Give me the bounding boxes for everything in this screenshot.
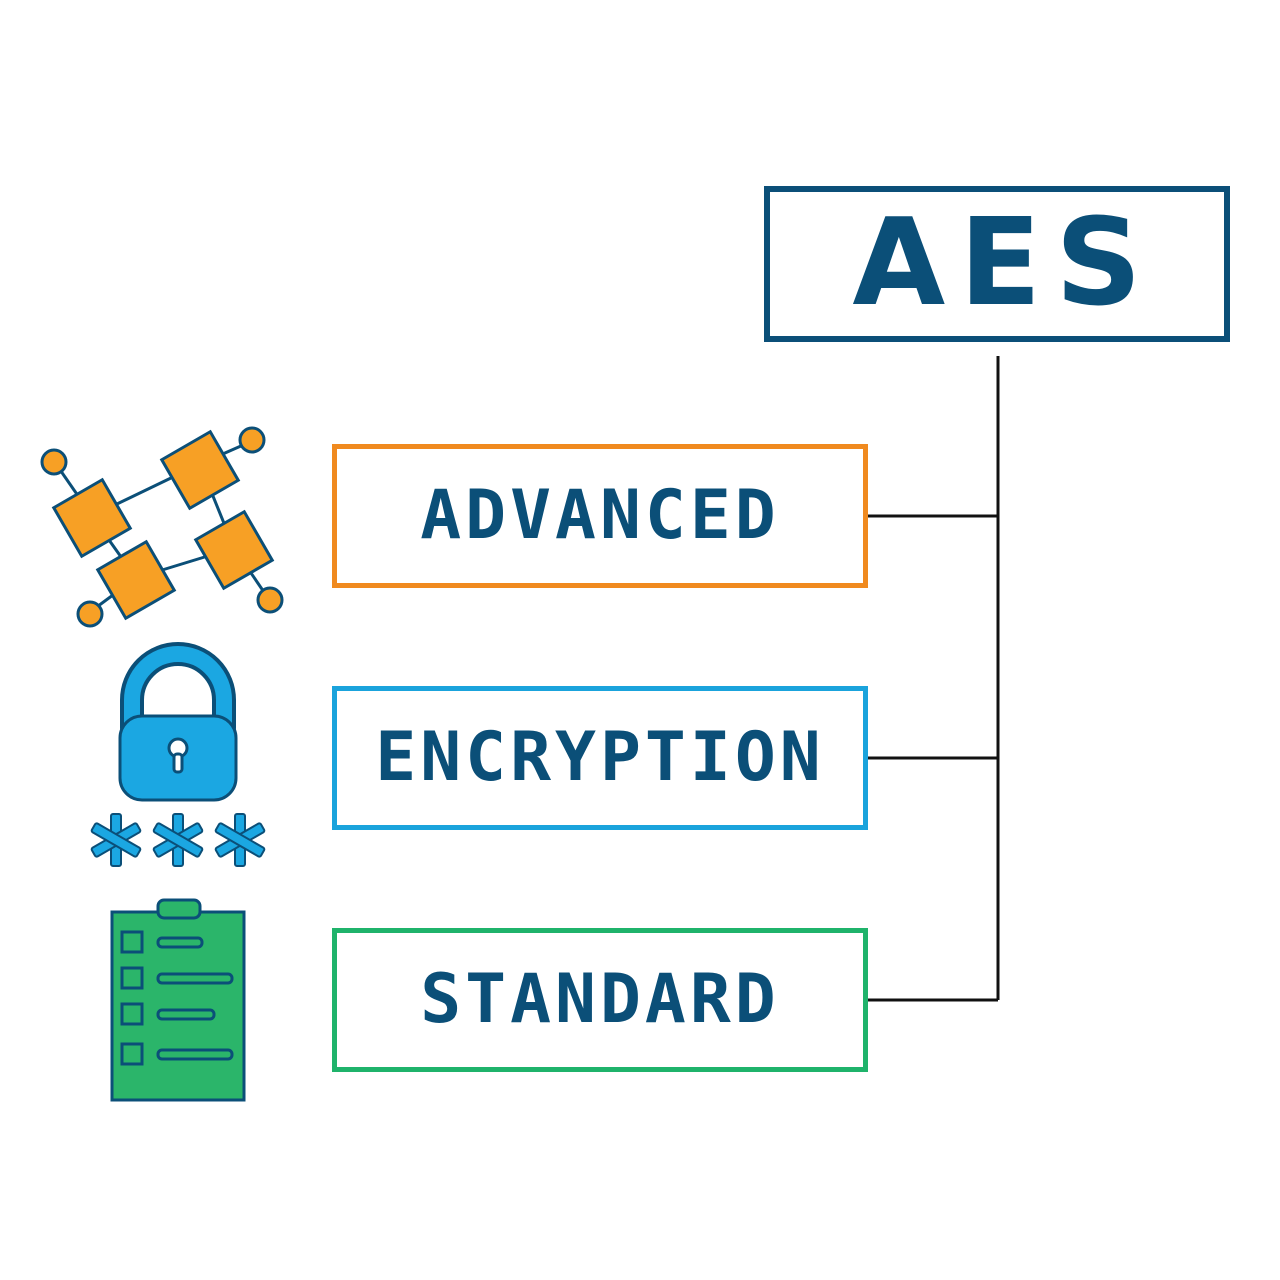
item-box-advanced: ADVANCED [332,444,868,588]
item-label-standard: STANDARD [420,960,780,1039]
item-label-encryption: ENCRYPTION [375,718,825,797]
block-network-icon [40,426,284,628]
padlock-password-icon [90,642,266,867]
item-box-encryption: ENCRYPTION [332,686,868,830]
item-label-advanced: ADVANCED [420,476,780,555]
clipboard-checklist-icon [110,898,246,1102]
title-label: AES [852,194,1156,333]
item-box-standard: STANDARD [332,928,868,1072]
title-box: AES [764,186,1230,342]
